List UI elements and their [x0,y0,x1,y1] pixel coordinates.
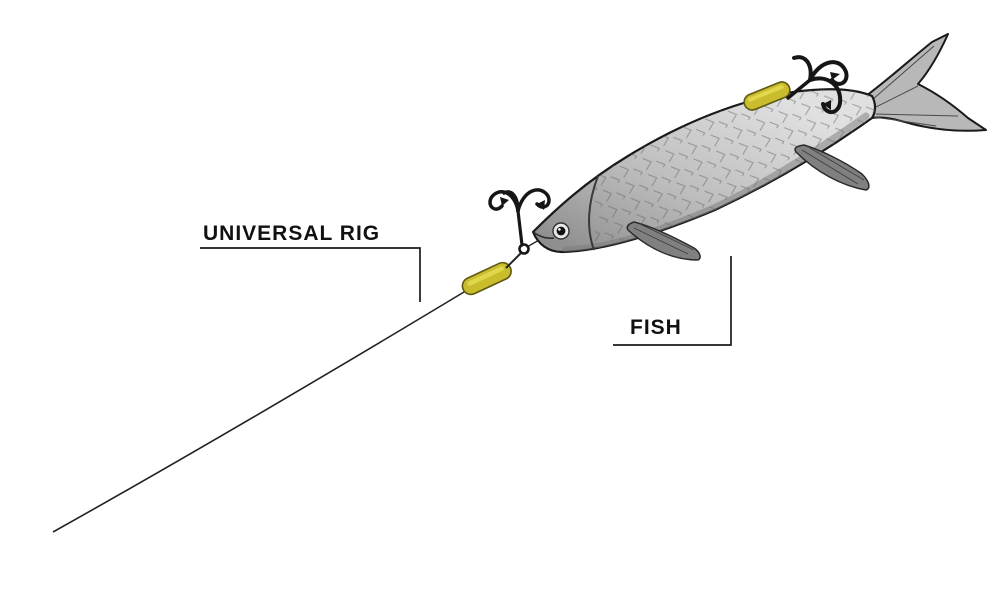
rig-tube-front [461,261,512,296]
pectoral-fin [626,221,701,261]
fish-label: FISH [630,316,682,339]
fish-callout: FISH [613,256,732,346]
fishing-line [52,291,465,533]
universal-rig-callout: UNIVERSAL RIG [200,222,421,302]
ventral-fin [794,144,870,191]
fish-eye [552,222,570,240]
treble-hook-front [488,188,551,255]
belly-shading [562,112,870,252]
universal-rig-leader-line [200,247,421,302]
universal-rig-label: UNIVERSAL RIG [203,222,380,245]
treble-hook-rear [786,55,849,115]
tube-to-hook-line [505,251,523,269]
mouth-line [532,231,555,240]
tail-fin [865,33,987,132]
gill-line [588,175,599,251]
rig-tube-rear [743,81,791,111]
fish-leader-line [613,256,732,346]
fish-illustration [531,33,987,261]
